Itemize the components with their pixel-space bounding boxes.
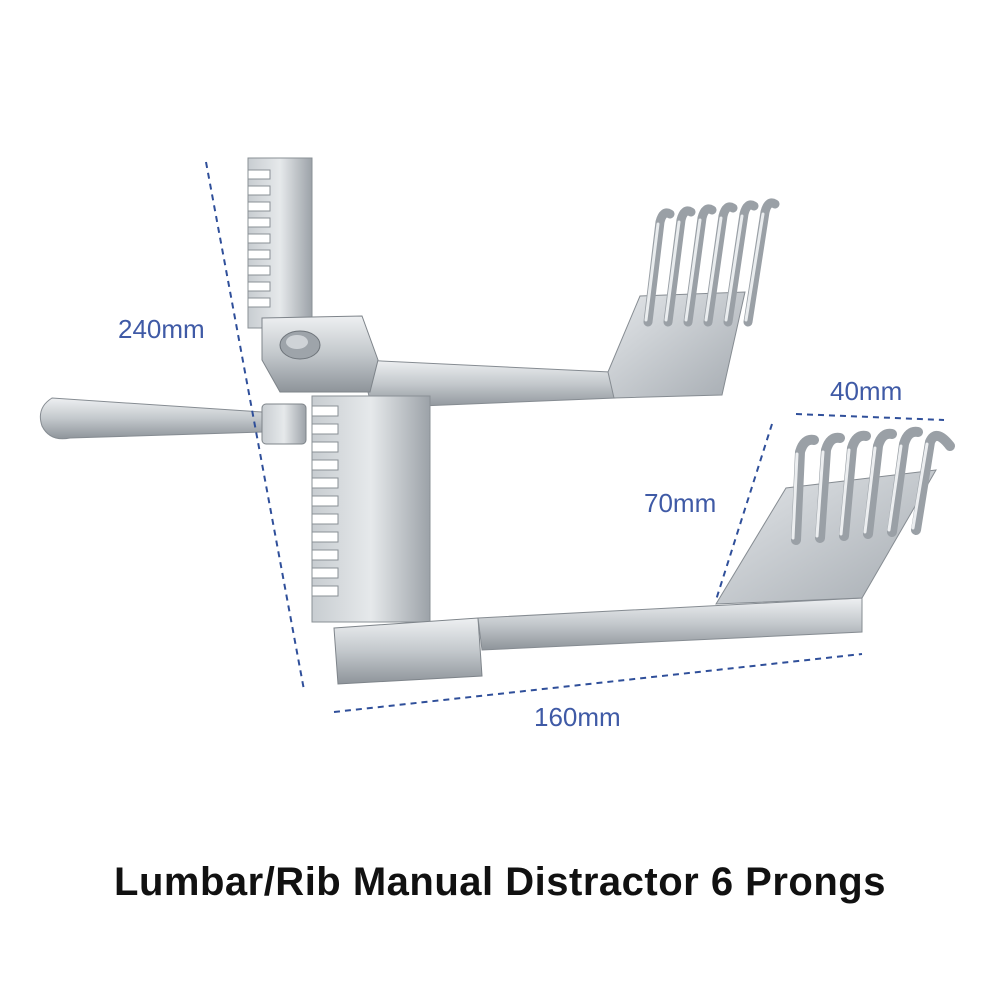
upper-rack-teeth (247, 169, 271, 308)
length-dimension-label: 160mm (534, 702, 621, 732)
lower-rack-bar (311, 395, 431, 623)
prong-width-dimension-line (795, 413, 945, 421)
ratchet-block (261, 315, 379, 393)
crank-handle (39, 397, 307, 445)
height-dimension-label: 240mm (118, 314, 205, 344)
lower-prongs-highlight (791, 442, 929, 540)
prong-width-dimension-label: 40mm (830, 376, 902, 406)
upper-prongs (643, 198, 780, 327)
product-title: Lumbar/Rib Manual Distractor 6 Prongs (114, 860, 886, 904)
upper-rack-bar (247, 157, 313, 329)
lower-prongs (791, 426, 955, 545)
prong-depth-dimension-label: 70mm (644, 488, 716, 518)
lower-arm (333, 469, 937, 685)
upper-prongs-highlight (644, 212, 765, 322)
distractor-illustration: 240mm 160mm 70mm 40mm (39, 157, 955, 732)
prong-depth-dimension-line (715, 423, 773, 601)
lower-rack-teeth (311, 405, 339, 597)
dimension-lines (205, 161, 945, 713)
length-dimension-line (333, 653, 863, 713)
height-dimension-line (205, 161, 305, 691)
